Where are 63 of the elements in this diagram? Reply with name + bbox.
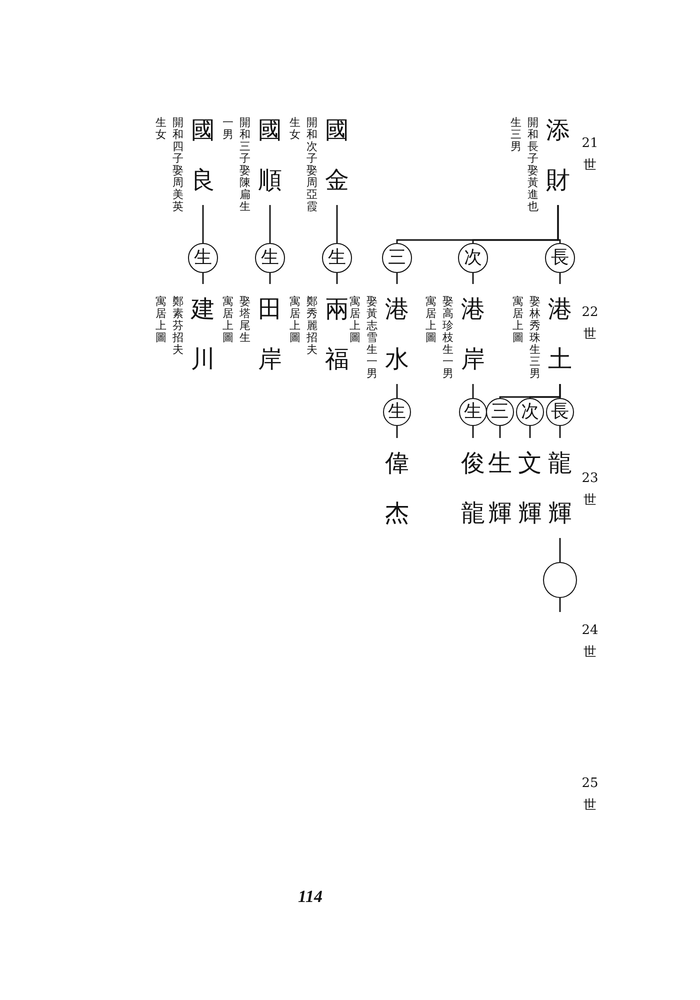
connector-line <box>396 426 398 438</box>
person-name: 港岸 <box>460 294 486 375</box>
connector-line <box>559 538 561 562</box>
birth-order-circle: 次 <box>458 243 488 273</box>
empty-circle <box>543 562 577 598</box>
person-name: 國良 <box>190 115 216 196</box>
connector-line <box>336 205 338 243</box>
annotation-text: 娶黃志雪生一男寓居上圖 <box>349 296 378 380</box>
person-name: 港水 <box>384 294 410 375</box>
connector-line <box>559 426 561 438</box>
connector-line <box>202 205 204 243</box>
birth-order-circle: 次 <box>516 398 544 426</box>
connector-line <box>529 426 531 438</box>
annotation-text: 娶林秀珠生三男寓居上圖 <box>512 296 541 380</box>
connector-line <box>499 426 501 438</box>
annotation-text: 開和長子娶黃進也生三男 <box>510 117 539 213</box>
birth-order-circle: 三 <box>486 398 514 426</box>
connector-line <box>269 273 271 284</box>
connector-line <box>499 384 561 398</box>
connector-line <box>336 273 338 284</box>
connector-line <box>269 205 271 243</box>
birth-order-circle: 生 <box>459 398 487 426</box>
generation-label: 24 世 <box>581 622 599 662</box>
person-name: 生輝 <box>487 448 513 529</box>
birth-order-circle: 生 <box>322 243 352 273</box>
generation-label: 25 世 <box>581 775 599 815</box>
birth-order-circle: 生 <box>255 243 285 273</box>
connector-line <box>202 273 204 284</box>
person-name: 兩福 <box>324 294 350 375</box>
annotation-text: 鄭秀麗招夫寓居上圖 <box>289 296 318 356</box>
generation-label: 21 世 <box>581 135 599 175</box>
person-name: 國金 <box>324 115 350 196</box>
connector-line <box>396 205 559 243</box>
person-name: 港土 <box>547 294 573 375</box>
person-name: 文輝 <box>517 448 543 529</box>
birth-order-circle: 生 <box>383 398 411 426</box>
connector-line <box>396 273 398 284</box>
connector-line <box>396 384 398 398</box>
birth-order-circle: 長 <box>546 398 574 426</box>
connector-line <box>472 384 474 398</box>
birth-order-circle: 生 <box>188 243 218 273</box>
annotation-text: 鄭素芬招夫寓居上圖 <box>155 296 184 356</box>
generation-label: 22 世 <box>581 304 599 344</box>
person-name: 偉杰 <box>384 448 410 529</box>
person-name: 龍輝 <box>547 448 573 529</box>
annotation-text: 開和四子娶周美英生女 <box>155 117 184 213</box>
connector-line <box>559 273 561 284</box>
person-name: 田岸 <box>257 294 283 375</box>
connector-line <box>559 598 561 612</box>
birth-order-circle: 長 <box>545 243 575 273</box>
annotation-text: 開和次子娶周亞霞生女 <box>289 117 318 213</box>
annotation-text: 娶塔尾生寓居上圖 <box>222 296 251 344</box>
person-name: 國順 <box>257 115 283 196</box>
birth-order-circle: 三 <box>382 243 412 273</box>
annotation-text: 娶高珍枝生一男寓居上圖 <box>425 296 454 380</box>
generation-label: 23 世 <box>581 470 599 510</box>
connector-line <box>472 426 474 438</box>
page-number: 114 <box>298 887 323 907</box>
person-name: 建川 <box>190 294 216 375</box>
connector-line <box>472 273 474 284</box>
annotation-text: 開和三子娶陳扁生一男 <box>222 117 251 213</box>
person-name: 俊龍 <box>460 448 486 529</box>
person-name: 添財 <box>545 115 571 196</box>
